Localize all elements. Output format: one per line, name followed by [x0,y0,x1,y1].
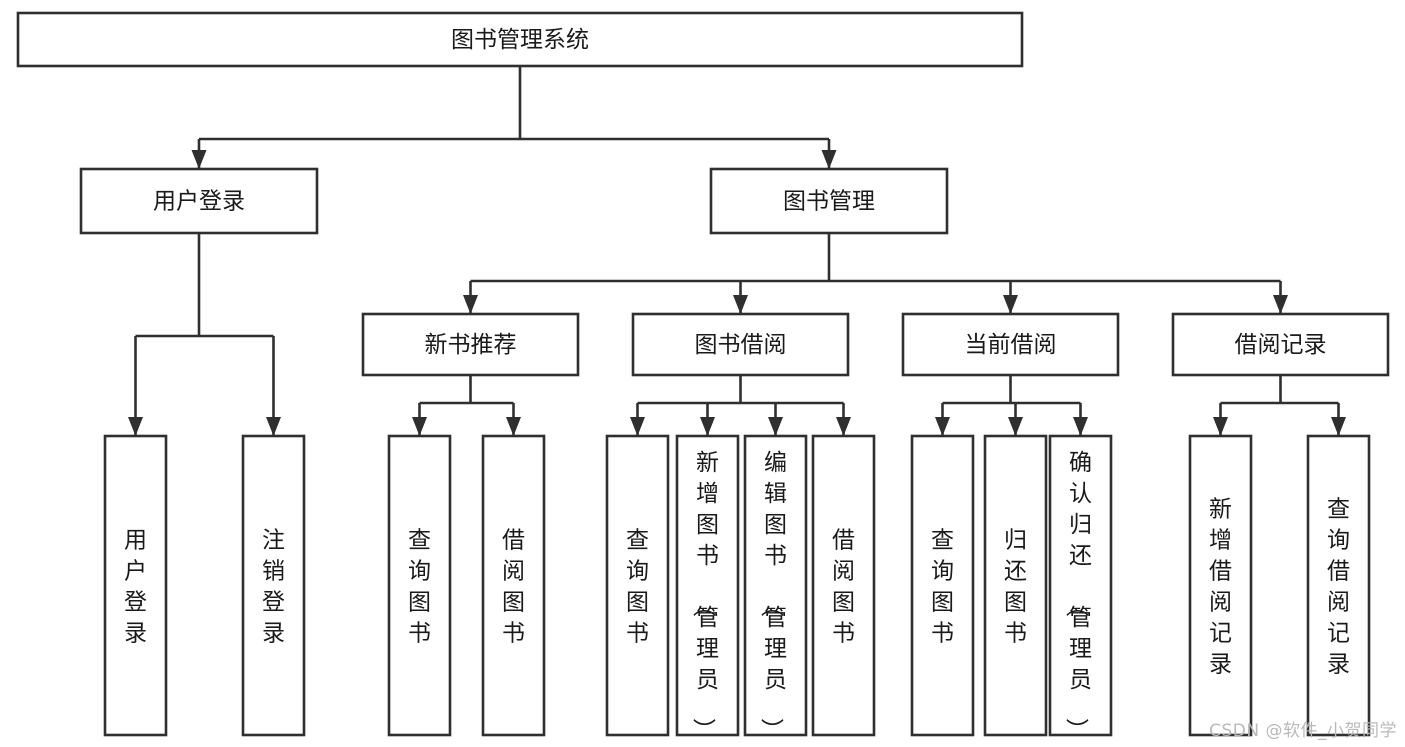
node-label-leaf-logout: 注销登录 [262,528,285,647]
node-root[interactable]: 图书管理系统 [16,11,1024,68]
node-box-leaf-query-book-2 [605,434,670,737]
arrow-head-icon [1331,417,1346,436]
node-label-user-login: 用户登录 [153,189,245,215]
node-leaf-user-login[interactable]: 用户登录 [103,434,168,737]
node-box-leaf-edit-book [743,434,808,737]
node-label-book-borrow: 图书借阅 [695,332,787,358]
arrow-head-icon [191,150,207,169]
node-box-leaf-logout [241,434,306,737]
arrow-head-icon [506,417,521,436]
node-label-borrow-record: 借阅记录 [1235,332,1327,358]
arrow-head-icon [266,417,281,436]
node-label-leaf-borrow-book-1: 借阅图书 [502,528,525,647]
node-box-leaf-add-record [1188,434,1253,737]
node-leaf-logout[interactable]: 注销登录 [241,434,306,737]
node-box-leaf-confirm-return [1048,434,1113,737]
node-box-book-borrow [631,312,850,377]
node-box-leaf-return-book [983,434,1048,737]
node-label-leaf-query-book-3: 查询图书 [931,528,954,647]
arrow-head-icon [1008,417,1023,436]
connector-layer [128,66,1346,436]
arrow-head-icon [700,417,715,436]
node-leaf-add-book[interactable]: 新增图书（管理员） [675,434,740,741]
node-box-current-borrow [901,312,1120,377]
node-box-leaf-borrow-book-1 [481,434,546,737]
arrow-head-icon [128,417,143,436]
node-label-leaf-query-book-1: 查询图书 [408,528,431,647]
node-user-login[interactable]: 用户登录 [79,167,319,235]
node-label-leaf-user-login: 用户登录 [124,528,147,647]
arrow-head-icon [821,150,837,169]
arrow-head-icon [463,295,478,314]
node-leaf-return-book[interactable]: 归还图书 [983,434,1048,737]
node-box-leaf-borrow-book-2 [811,434,876,737]
node-box-root [16,11,1024,68]
node-box-leaf-query-record [1306,434,1371,737]
node-book-manage[interactable]: 图书管理 [709,167,949,235]
node-layer: 图书管理系统用户登录图书管理新书推荐图书借阅当前借阅借阅记录用户登录注销登录查询… [16,11,1390,741]
node-new-book-recommend[interactable]: 新书推荐 [361,312,580,377]
node-leaf-borrow-book-2[interactable]: 借阅图书 [811,434,876,737]
node-leaf-query-book-2[interactable]: 查询图书 [605,434,670,737]
node-box-leaf-query-book-3 [910,434,975,737]
arrow-head-icon [733,295,748,314]
node-box-leaf-user-login [103,434,168,737]
node-leaf-borrow-book-1[interactable]: 借阅图书 [481,434,546,737]
arrow-head-icon [630,417,645,436]
node-label-root: 图书管理系统 [451,27,589,53]
node-box-leaf-query-book-1 [387,434,452,737]
node-box-leaf-add-book [675,434,740,737]
node-label-leaf-add-book: 新增图书（管理员） [690,450,719,741]
node-label-leaf-confirm-return: 确认归还（管理员） [1063,450,1092,741]
node-leaf-query-record[interactable]: 查询借阅记录 [1306,434,1371,737]
node-label-leaf-borrow-book-2: 借阅图书 [832,528,855,647]
node-label-book-manage: 图书管理 [783,189,875,215]
arrow-head-icon [412,417,427,436]
arrow-head-icon [836,417,851,436]
node-leaf-confirm-return[interactable]: 确认归还（管理员） [1048,434,1113,741]
node-label-leaf-edit-book: 编辑图书（管理员） [758,450,787,741]
node-leaf-query-book-1[interactable]: 查询图书 [387,434,452,737]
node-label-leaf-query-record: 查询借阅记录 [1327,497,1350,678]
node-leaf-add-record[interactable]: 新增借阅记录 [1188,434,1253,737]
arrow-head-icon [1073,417,1088,436]
arrow-head-icon [935,417,950,436]
node-borrow-record[interactable]: 借阅记录 [1171,312,1390,377]
arrow-head-icon [1213,417,1228,436]
node-leaf-edit-book[interactable]: 编辑图书（管理员） [743,434,808,741]
node-box-borrow-record [1171,312,1390,377]
node-label-leaf-query-book-2: 查询图书 [626,528,649,647]
node-label-new-book-recommend: 新书推荐 [425,332,517,358]
node-label-leaf-return-book: 归还图书 [1004,528,1027,647]
node-label-current-borrow: 当前借阅 [965,332,1057,358]
arrow-head-icon [1003,295,1018,314]
node-box-user-login [79,167,319,235]
node-box-new-book-recommend [361,312,580,377]
node-book-borrow[interactable]: 图书借阅 [631,312,850,377]
arrow-head-icon [768,417,783,436]
node-label-leaf-add-record: 新增借阅记录 [1209,497,1232,678]
node-box-book-manage [709,167,949,235]
arrow-head-icon [1273,295,1288,314]
node-current-borrow[interactable]: 当前借阅 [901,312,1120,377]
node-leaf-query-book-3[interactable]: 查询图书 [910,434,975,737]
